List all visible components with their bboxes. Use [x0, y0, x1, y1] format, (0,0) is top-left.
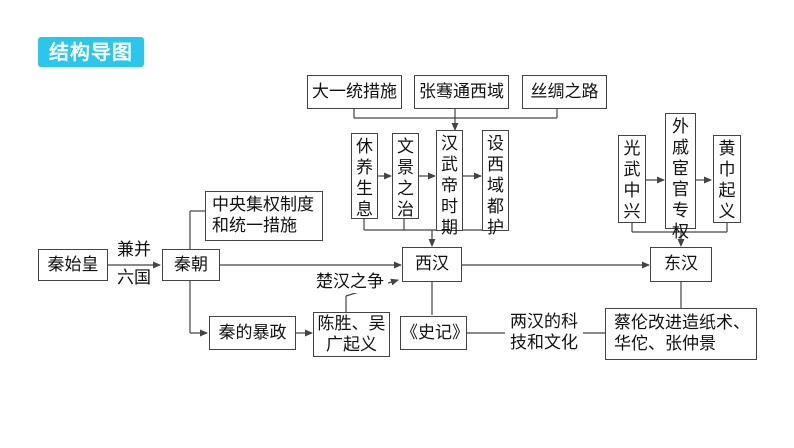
node-qin-dynasty: 秦朝	[162, 249, 220, 281]
label-annex: 兼并	[117, 240, 151, 260]
node-qin-tyranny: 秦的暴政	[209, 316, 296, 350]
vertical-char: 光	[623, 139, 641, 159]
top-item-grand-unification: 大一统措施	[307, 75, 402, 109]
label-han-science-culture: 两汉的科 技和文化	[505, 312, 583, 354]
vtext: 文景之治	[393, 137, 418, 221]
vtext: 休养生息	[352, 137, 377, 221]
vertical-char: 汉	[441, 134, 458, 154]
top-item-zhang-qian: 张骞通西域	[414, 75, 509, 109]
vertical-char: 专	[672, 201, 689, 221]
vtext: 汉武帝时期	[437, 134, 462, 239]
vertical-char: 兴	[623, 202, 641, 222]
vertical-char: 义	[718, 202, 736, 222]
vertical-char: 休	[356, 137, 373, 157]
node-eastern-han: 东汉	[650, 247, 712, 282]
wh-item-han-wudi: 汉武帝时期	[436, 130, 463, 238]
vertical-char: 域	[487, 176, 504, 196]
vtext: 黄巾起义	[714, 139, 740, 223]
eh-item-eunuch-consort-power: 外戚宦官专权	[665, 113, 696, 242]
eh-item-guangwu-restoration: 光武中兴	[618, 135, 646, 223]
node-chen-sheng-wu-guang: 陈胜、吴 广起义	[313, 312, 390, 357]
vtext: 设西域都护	[483, 134, 508, 239]
label-chu-han-war: 楚汉之争	[312, 272, 388, 293]
vertical-char: 起	[718, 181, 736, 201]
vertical-char: 息	[356, 200, 373, 220]
vertical-char: 宦	[672, 159, 689, 179]
uprising-line-1: 陈胜、吴	[317, 313, 386, 334]
vertical-char: 帝	[441, 176, 458, 196]
vertical-char: 治	[397, 200, 414, 220]
vertical-char: 景	[397, 158, 414, 178]
central-line-1: 中央集权制度	[212, 195, 314, 215]
culture-line-1: 两汉的科	[510, 312, 578, 332]
inventions-line-1: 蔡伦改进造纸术、	[614, 313, 750, 333]
node-qin-shi-huang: 秦始皇	[38, 249, 108, 281]
vertical-char: 期	[441, 218, 458, 238]
inventions-line-2: 华佗、张仲景	[614, 334, 716, 354]
section-title-badge: 结构导图	[38, 37, 144, 67]
label-six-states: 六国	[117, 268, 151, 288]
wh-item-wenjing-rule: 文景之治	[392, 133, 419, 221]
vertical-char: 戚	[672, 138, 689, 158]
vertical-char: 西	[487, 155, 504, 175]
node-western-han: 西汉	[402, 247, 462, 282]
uprising-line-2: 广起义	[326, 334, 377, 355]
node-cai-lun-hua-tuo: 蔡伦改进造纸术、 华佗、张仲景	[605, 308, 757, 360]
eh-item-yellow-turban: 黄巾起义	[713, 135, 741, 223]
vertical-char: 中	[623, 181, 641, 201]
vertical-char: 养	[356, 158, 373, 178]
vertical-char: 官	[672, 180, 689, 200]
node-centralization: 中央集权制度 和统一措施	[205, 191, 323, 241]
vertical-char: 外	[672, 117, 689, 137]
vertical-char: 设	[487, 134, 504, 154]
wh-item-rest-recuperation: 休养生息	[351, 133, 378, 221]
vertical-char: 文	[397, 137, 414, 157]
vertical-char: 权	[672, 222, 689, 242]
vertical-char: 生	[356, 179, 373, 199]
vertical-char: 武	[441, 155, 458, 175]
vertical-char: 黄	[718, 139, 736, 159]
culture-line-2: 技和文化	[510, 333, 578, 353]
vertical-char: 武	[623, 160, 641, 180]
vertical-char: 都	[487, 197, 504, 217]
wh-item-western-regions-protectorate: 设西域都护	[482, 130, 509, 238]
central-line-2: 和统一措施	[212, 216, 297, 236]
vertical-char: 时	[441, 197, 458, 217]
vertical-char: 之	[397, 179, 414, 199]
vtext: 光武中兴	[619, 139, 645, 223]
vertical-char: 护	[487, 218, 504, 238]
vertical-char: 巾	[718, 160, 736, 180]
top-item-silk-road: 丝绸之路	[522, 75, 607, 109]
node-shiji: 《史记》	[400, 316, 469, 350]
vtext: 外戚宦官专权	[666, 117, 695, 243]
